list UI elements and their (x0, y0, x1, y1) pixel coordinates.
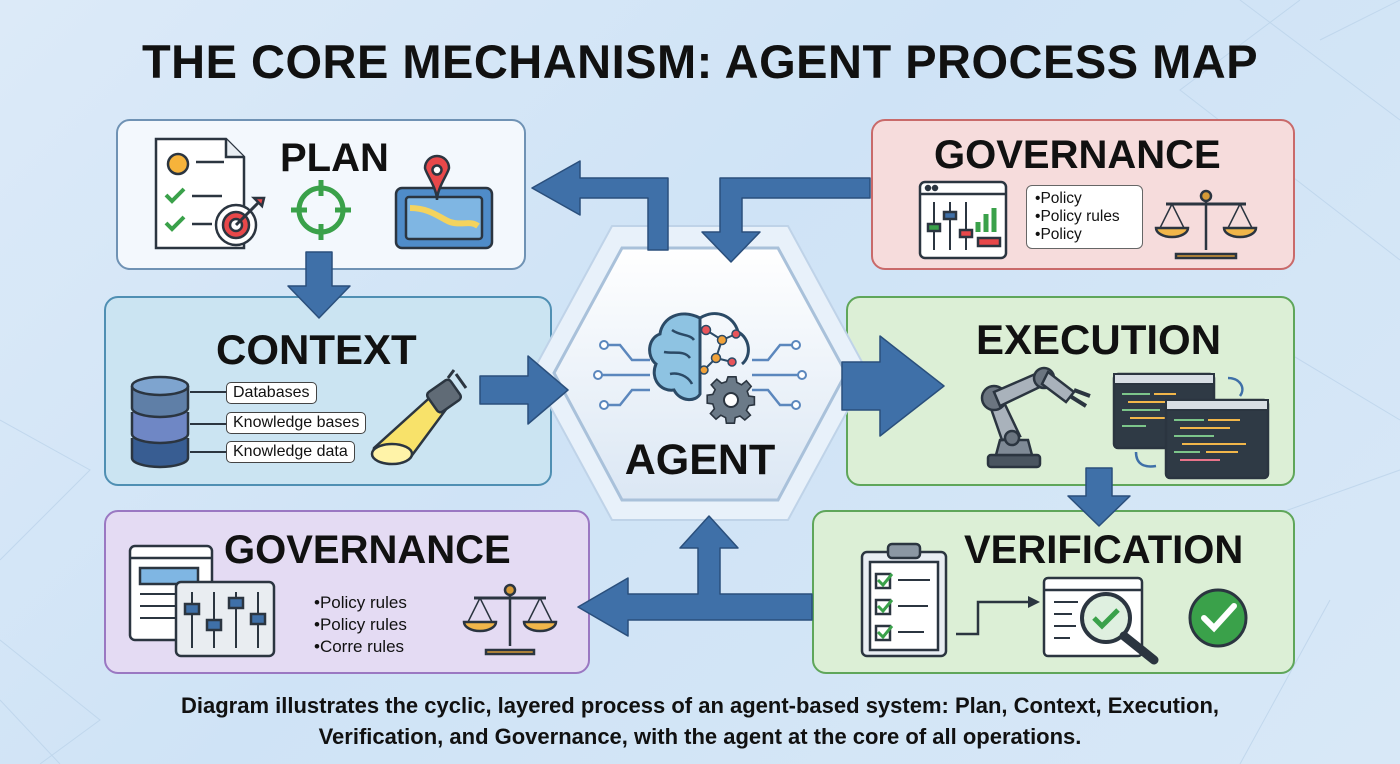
caption-line-2: Verification, and Governance, with the a… (318, 724, 1082, 749)
check-circle-icon (1188, 588, 1248, 648)
arrow-agent-to-execution (841, 335, 945, 437)
list-item: Policy (1035, 226, 1134, 244)
scales-icon-bottom (462, 583, 558, 656)
brain-icon (648, 312, 750, 401)
caption-line-1: Diagram illustrates the cyclic, layered … (180, 693, 1220, 718)
governance-bottom-list: Policy rules Policy rules Corre rules (314, 592, 407, 658)
list-item: Policy rules (314, 592, 407, 614)
arrow-verification-to-governance (577, 515, 813, 637)
settings-window-icon (128, 544, 276, 658)
database-icon (130, 375, 190, 469)
control-panel-icon (918, 180, 1008, 260)
map-pin-icon (394, 154, 494, 250)
arrow-execution-to-verification (1067, 467, 1131, 527)
crosshair-icon (291, 180, 351, 240)
caption: Diagram illustrates the cyclic, layered … (0, 690, 1400, 752)
spotlight-icon (370, 369, 468, 466)
context-tag-knowledge-bases: Knowledge bases (226, 412, 367, 434)
clipboard-checklist-icon (860, 542, 948, 658)
governance-bottom-heading: GOVERNANCE (224, 528, 511, 572)
context-tag-knowledge-data: Knowledge data (226, 441, 355, 463)
list-item: Corre rules (314, 636, 407, 658)
flow-arrow-icon (956, 600, 1030, 636)
governance-top-list: Policy Policy rules Policy (1026, 185, 1143, 249)
robot-arm-icon (980, 366, 1091, 469)
agent-label: AGENT (624, 436, 776, 484)
page-title: THE CORE MECHANISM: AGENT PROCESS MAP (141, 35, 1259, 88)
plan-heading: PLAN (280, 136, 389, 180)
checklist-target-icon (154, 137, 266, 250)
context-tag-databases: Databases (226, 382, 317, 404)
arrow-context-to-agent (479, 355, 569, 425)
scales-icon-top (1154, 189, 1258, 260)
magnifier-report-icon (1042, 576, 1159, 665)
arrow-plan-to-context (287, 251, 351, 319)
gear-icon (706, 375, 756, 425)
list-item: Policy rules (314, 614, 407, 636)
verification-heading: VERIFICATION (964, 528, 1244, 572)
governance-top-heading: GOVERNANCE (934, 133, 1221, 177)
arrow-agent-to-plan (531, 160, 669, 251)
execution-heading: EXECUTION (976, 316, 1222, 363)
code-window-icon (1112, 372, 1270, 480)
list-item: Policy rules (1035, 208, 1134, 226)
context-heading: CONTEXT (216, 326, 417, 373)
arrow-governance-to-agent (701, 177, 871, 263)
list-item: Policy (1035, 190, 1134, 208)
